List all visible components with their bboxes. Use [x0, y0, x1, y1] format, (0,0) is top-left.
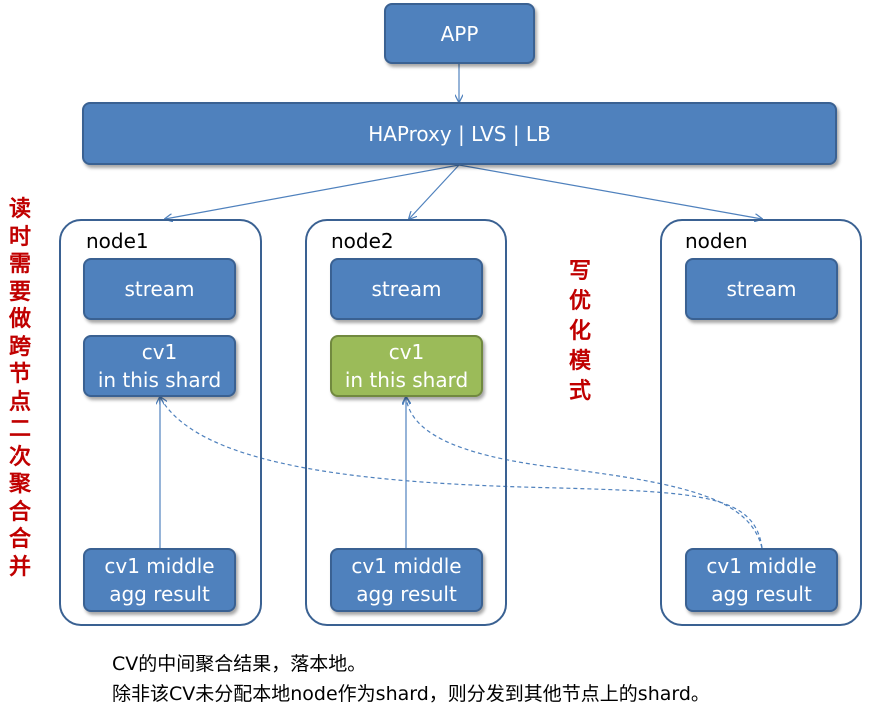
noden-label: noden [685, 229, 748, 253]
noden-container [660, 219, 862, 626]
node1-stream-box: stream [83, 258, 236, 320]
noden-agg-line1: cv1 middle [706, 554, 817, 578]
node1-agg-line2: agg result [109, 582, 210, 606]
node2-agg-line1: cv1 middle [351, 554, 462, 578]
node1-cv-line1: cv1 [141, 340, 178, 364]
read-note-annotation: 读时需要做跨节点二次聚合合并 [8, 197, 31, 580]
noden-stream-box: stream [685, 258, 838, 320]
node1-cv-line2: in this shard [97, 368, 222, 392]
node2-label: node2 [331, 229, 394, 253]
node2-agg-line2: agg result [356, 582, 457, 606]
node1-agg-line1: cv1 middle [104, 554, 215, 578]
proxy-to-noden-arrow [458, 164, 762, 219]
proxy-to-node2-arrow [409, 164, 460, 219]
noden-to-node1-dashed-arrow [160, 397, 763, 549]
noden-agg-box: cv1 middle agg result [685, 548, 838, 612]
node2-cv-line2: in this shard [344, 368, 469, 392]
node2-stream-box: stream [330, 258, 483, 320]
noden-to-node2-dashed-arrow [406, 397, 763, 549]
caption-line2: 除非该CV未分配本地node作为shard，则分发到其他节点上的shard。 [112, 683, 710, 705]
node1-agg-box: cv1 middle agg result [83, 548, 236, 612]
node2-agg-box: cv1 middle agg result [330, 548, 483, 612]
proxy-to-node1-arrow [165, 164, 460, 219]
node1-label: node1 [86, 229, 149, 253]
load-balancer-box: HAProxy | LVS | LB [82, 102, 837, 165]
noden-agg-line2: agg result [711, 582, 812, 606]
node2-cv-box: cv1 in this shard [330, 335, 483, 397]
caption-line1: CV的中间聚合结果，落本地。 [112, 653, 367, 675]
node2-cv-line1: cv1 [388, 340, 425, 364]
write-note-annotation: 写优化模式 [568, 259, 591, 404]
node1-container [59, 219, 262, 626]
app-box: APP [384, 3, 535, 64]
node1-cv-box: cv1 in this shard [83, 335, 236, 397]
node2-container [305, 219, 507, 626]
